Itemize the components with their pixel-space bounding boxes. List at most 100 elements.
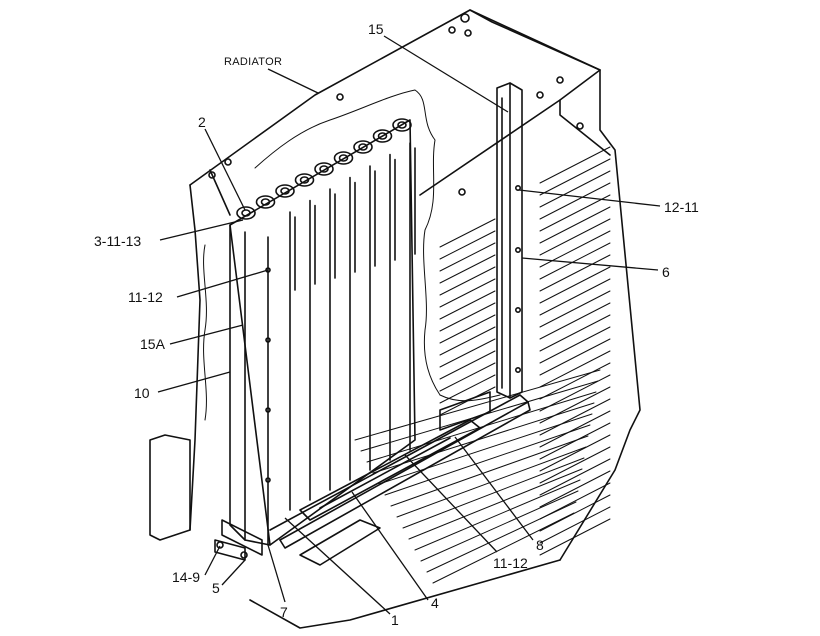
tube-bank (229, 119, 416, 546)
fin-line (420, 490, 579, 562)
fin-line (396, 446, 587, 518)
fin-line (439, 290, 496, 320)
tube-dividers (265, 142, 416, 511)
rail-bolt (265, 477, 271, 483)
fin-line (384, 424, 591, 496)
tube-cap-inner (260, 198, 271, 206)
fin-line (539, 266, 611, 304)
fin-line (439, 350, 496, 380)
tube-cap (333, 151, 354, 165)
tube-cap (372, 129, 393, 143)
tube-cap (255, 195, 276, 209)
fin-line (539, 362, 611, 400)
fin-line (539, 242, 611, 280)
fin-line (439, 278, 496, 308)
fin-line (539, 506, 611, 544)
title-leader (267, 68, 319, 94)
tube-caps (236, 118, 412, 220)
fin-line (439, 374, 496, 404)
fin-line (439, 230, 496, 260)
tube-cap (236, 206, 256, 220)
side-channel (496, 82, 523, 399)
tube-cap-inner (377, 132, 388, 140)
fin-line (439, 302, 496, 332)
callout-1: 1 (391, 612, 399, 628)
tube-cap-inner (397, 121, 407, 129)
callout-2: 2 (198, 114, 206, 130)
fin-line (539, 434, 611, 472)
fin-line (390, 435, 589, 507)
fin-line (539, 218, 611, 256)
fin-line (539, 230, 611, 268)
bottom-rails (269, 391, 531, 566)
tube-cap-inner (358, 143, 368, 151)
tube-cap-inner (241, 209, 251, 217)
fin-line (539, 194, 611, 232)
callout-14-9: 14-9 (172, 569, 200, 585)
fin-line (539, 158, 611, 196)
fin-line (539, 170, 611, 208)
callout-11-12-top: 11-12 (128, 289, 163, 305)
fin-line (372, 402, 595, 474)
callout-8: 8 (536, 537, 544, 553)
tube-cap-inner (299, 176, 310, 184)
bottom-bracket (214, 519, 263, 561)
tube-cap (275, 184, 295, 198)
fin-line (354, 369, 601, 441)
callout-12-11: 12-11 (664, 199, 699, 215)
fin-line (408, 468, 583, 540)
fin-line (439, 338, 496, 368)
fin-line (439, 242, 496, 272)
callout-3-11-13: 3-11-13 (94, 233, 141, 249)
fin-line (439, 254, 496, 284)
fin-line (539, 182, 611, 220)
fin-line (539, 290, 611, 328)
tube-cap-inner (338, 154, 349, 162)
fin-line (426, 501, 577, 573)
leader-lines (157, 35, 661, 615)
radiator-housing (149, 9, 641, 629)
callout-5: 5 (212, 580, 220, 596)
callout-labels: RADIATOR 15 2 3-11-13 11-12 15A 10 12-11… (94, 21, 699, 628)
fin-line (539, 350, 611, 388)
callout-11-12-bottom: 11-12 (493, 555, 528, 571)
fin-line (539, 398, 611, 436)
fin-line (539, 386, 611, 424)
fin-line (432, 512, 575, 584)
fin-line (539, 446, 611, 484)
fin-line (439, 266, 496, 296)
callout-7: 7 (280, 604, 288, 620)
fin-line (402, 457, 585, 529)
tube-cap-inner (319, 165, 329, 173)
tube-cap (314, 162, 334, 176)
fin-line (539, 518, 611, 556)
fin-line (539, 494, 611, 532)
fin-line (539, 458, 611, 496)
cutaway-outline (203, 89, 501, 421)
fin-line (539, 206, 611, 244)
fin-line (539, 338, 611, 376)
callout-10: 10 (134, 385, 150, 401)
fin-line (539, 410, 611, 448)
fin-line (439, 386, 496, 416)
callout-15a: 15A (140, 336, 166, 352)
fin-line (439, 218, 496, 248)
fin-line (439, 326, 496, 356)
fin-line (439, 362, 496, 392)
callout-6: 6 (662, 264, 670, 280)
fin-line (539, 302, 611, 340)
fin-line (414, 479, 581, 551)
title-label: RADIATOR (224, 56, 282, 68)
tube-cap-inner (280, 187, 290, 195)
fin-line (539, 470, 611, 508)
callout-15: 15 (368, 21, 384, 37)
tube-cap (392, 118, 412, 132)
tube-cap (353, 140, 373, 154)
fin-line (539, 326, 611, 364)
fin-line (539, 146, 611, 184)
callout-4: 4 (431, 595, 439, 611)
rail-bolt (265, 407, 271, 413)
fin-line (539, 314, 611, 352)
